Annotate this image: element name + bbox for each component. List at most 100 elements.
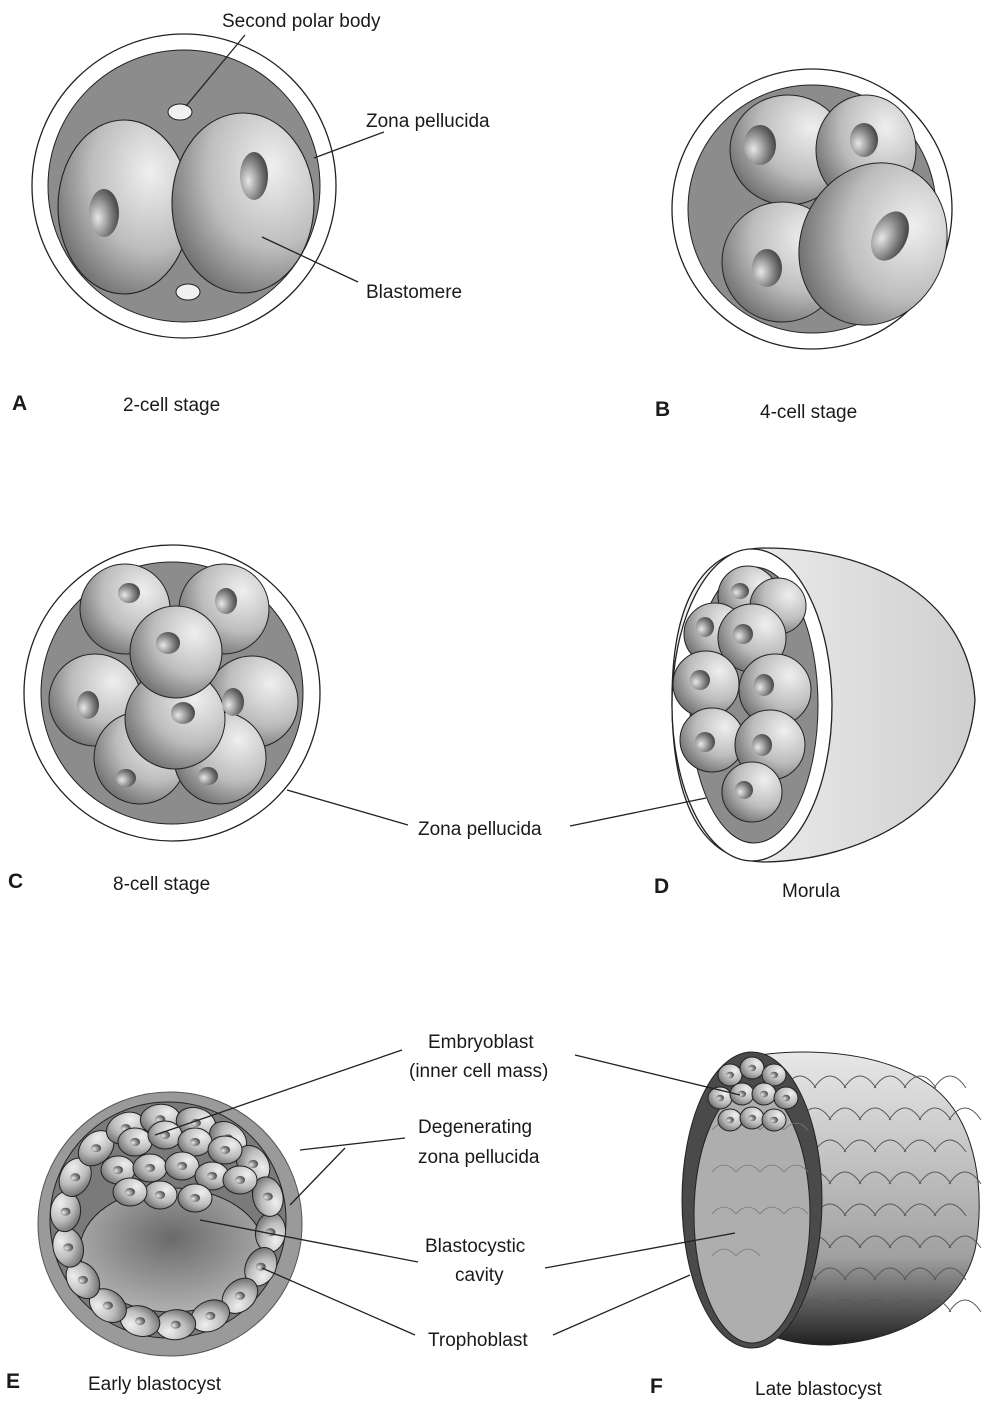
- cell: [718, 1064, 742, 1086]
- cell: [752, 1083, 776, 1105]
- blastomere: [130, 606, 222, 698]
- leader-zona-d: [570, 798, 706, 826]
- nucleus-icon: [726, 1117, 734, 1123]
- cell: [774, 1087, 798, 1109]
- cell: [223, 1166, 257, 1194]
- nucleus-icon: [760, 1091, 768, 1097]
- label-blastomere: Blastomere: [366, 282, 462, 303]
- label-cavity-line1: Blastocystic: [425, 1236, 525, 1257]
- nucleus-icon: [91, 1144, 101, 1152]
- nucleus-icon: [248, 1160, 258, 1168]
- nucleus-icon: [726, 1072, 734, 1078]
- label-zona-pellucida-a: Zona pellucida: [366, 111, 490, 132]
- cell: [133, 1154, 167, 1182]
- label-cavity-line2: cavity: [455, 1265, 504, 1286]
- nucleus-icon: [770, 1117, 778, 1123]
- label-trophoblast: Trophoblast: [428, 1330, 528, 1351]
- cell-outline: [934, 1076, 966, 1088]
- nucleus-icon: [735, 781, 753, 799]
- blastomere-left: [58, 120, 190, 294]
- label-degenerating-line2: zona pellucida: [418, 1147, 540, 1168]
- nucleus-icon: [205, 1312, 215, 1320]
- nucleus-icon: [716, 1095, 724, 1101]
- nucleus-icon: [696, 617, 714, 637]
- nucleus-icon: [752, 249, 782, 287]
- nucleus-icon: [171, 1321, 181, 1329]
- nucleus-icon: [235, 1176, 245, 1184]
- nucleus-icon: [695, 732, 715, 752]
- nucleus-icon: [744, 125, 776, 165]
- leader-degenerating-a: [300, 1138, 405, 1150]
- nucleus-icon: [690, 670, 710, 690]
- cell: [208, 1136, 242, 1164]
- panel-letter-b: B: [655, 398, 670, 421]
- nucleus-icon: [63, 1243, 73, 1251]
- panel-letter-e: E: [6, 1370, 20, 1393]
- nucleus-icon: [235, 1292, 245, 1300]
- nucleus-icon: [220, 1146, 230, 1154]
- nucleus-icon: [190, 1138, 200, 1146]
- cell: [740, 1107, 764, 1129]
- caption-b: 4-cell stage: [760, 402, 857, 423]
- cell: [113, 1178, 147, 1206]
- nucleus-icon: [733, 624, 753, 644]
- blastomere-right: [172, 113, 314, 293]
- nucleus-icon: [77, 691, 99, 719]
- panel-c-eight-cell: C 8-cell stage: [8, 545, 320, 895]
- nucleus-icon: [782, 1095, 790, 1101]
- leader-embryoblast-e: [155, 1050, 402, 1135]
- caption-a: 2-cell stage: [123, 395, 220, 416]
- nucleus-icon: [738, 1091, 746, 1097]
- leader-zona-c: [287, 790, 408, 825]
- nucleus-icon: [754, 674, 774, 696]
- caption-f: Late blastocyst: [755, 1379, 882, 1400]
- polar-body-icon: [168, 104, 192, 120]
- nucleus-icon: [155, 1191, 165, 1199]
- nucleus-icon: [770, 1072, 778, 1078]
- label-embryoblast-line1: Embryoblast: [428, 1032, 534, 1053]
- nucleus-icon: [748, 1115, 756, 1121]
- nucleus-icon: [240, 152, 268, 200]
- nucleus-icon: [731, 583, 749, 599]
- panel-d-morula: D Morula: [654, 548, 975, 902]
- nucleus-icon: [78, 1276, 88, 1284]
- nucleus-icon: [850, 123, 878, 157]
- cell: [148, 1121, 182, 1149]
- cell: [143, 1181, 177, 1209]
- panel-letter-a: A: [12, 392, 27, 415]
- cell: [165, 1152, 199, 1180]
- nucleus-icon: [748, 1065, 756, 1071]
- panel-b-four-cell: B 4-cell stage: [655, 69, 973, 423]
- shared-zona-label: Zona pellucida: [287, 790, 706, 840]
- panel-letter-d: D: [654, 875, 669, 898]
- cell: [740, 1057, 764, 1079]
- panel-f-late-blastocyst: F Late blastocyst: [650, 1052, 981, 1400]
- polar-body-icon: [176, 284, 200, 300]
- panel-letter-f: F: [650, 1375, 663, 1398]
- nucleus-icon: [752, 734, 772, 756]
- cell: [118, 1128, 152, 1156]
- nucleus-icon: [113, 1166, 123, 1174]
- nucleus-icon: [118, 583, 140, 603]
- nucleus-icon: [70, 1173, 80, 1181]
- caption-d: Morula: [782, 881, 841, 902]
- nucleus-icon: [156, 632, 180, 654]
- caption-c: 8-cell stage: [113, 874, 210, 895]
- nucleus-icon: [103, 1302, 113, 1310]
- label-embryoblast-line2: (inner cell mass): [409, 1061, 548, 1082]
- leader-trophoblast-f: [553, 1275, 690, 1335]
- nucleus-icon: [190, 1194, 200, 1202]
- cell: [718, 1109, 742, 1131]
- nucleus-icon: [116, 769, 136, 787]
- nucleus-icon: [89, 189, 119, 237]
- cell: [178, 1184, 212, 1212]
- leader-degenerating-b: [290, 1148, 345, 1205]
- cell: [762, 1109, 786, 1131]
- cell-outline: [949, 1300, 981, 1312]
- panel-letter-c: C: [8, 870, 23, 893]
- panel-e-early-blastocyst: E Early blastocyst: [6, 1092, 302, 1395]
- nucleus-icon: [177, 1162, 187, 1170]
- nucleus-icon: [215, 588, 237, 614]
- nucleus-icon: [145, 1164, 155, 1172]
